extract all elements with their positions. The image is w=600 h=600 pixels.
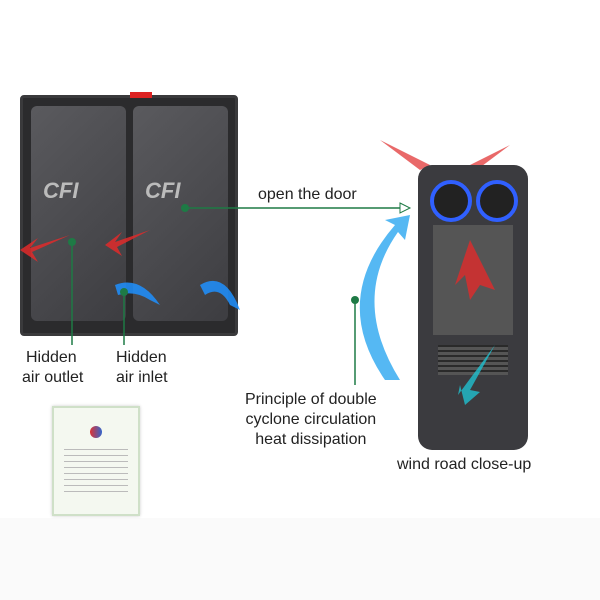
cold-cyclone-arrow [359,215,410,380]
cfi-logo: CFI [145,178,181,203]
label-line: air inlet [116,369,168,386]
cabinet-door-left [31,106,126,321]
led-cabinet-front: CFI CFI [20,95,238,336]
label-line: Hidden [26,349,77,366]
principle-label: Principle of double cyclone circulation … [245,390,377,450]
cold-air-arrow [115,282,160,305]
certificate-emblem [90,426,102,438]
fan-right [476,180,518,222]
label-line: Principle of double [245,391,377,408]
hidden-outlet-label: Hidden air outlet [22,348,83,388]
cold-air-arrow [200,280,240,310]
label-line: heat dissipation [255,431,367,448]
cfi-logo: CFI [43,178,79,203]
vent-grille [438,345,508,375]
open-door-label: open the door [258,186,357,203]
label-line: air outlet [22,369,84,386]
fan-left [430,180,472,222]
label-line: Hidden [116,349,167,366]
footer-band [0,518,600,600]
label-line: cyclone circulation [245,411,377,428]
hot-air-arrow [455,240,495,300]
patent-certificate [52,406,140,516]
hot-air-arrow [105,230,150,256]
certificate-text-lines [64,444,128,494]
cold-air-arrow [458,345,495,405]
wind-road-label: wind road close-up [397,456,532,473]
hidden-inlet-label: Hidden air inlet [116,348,168,388]
handle [130,92,152,98]
hot-air-arrow [20,235,70,262]
